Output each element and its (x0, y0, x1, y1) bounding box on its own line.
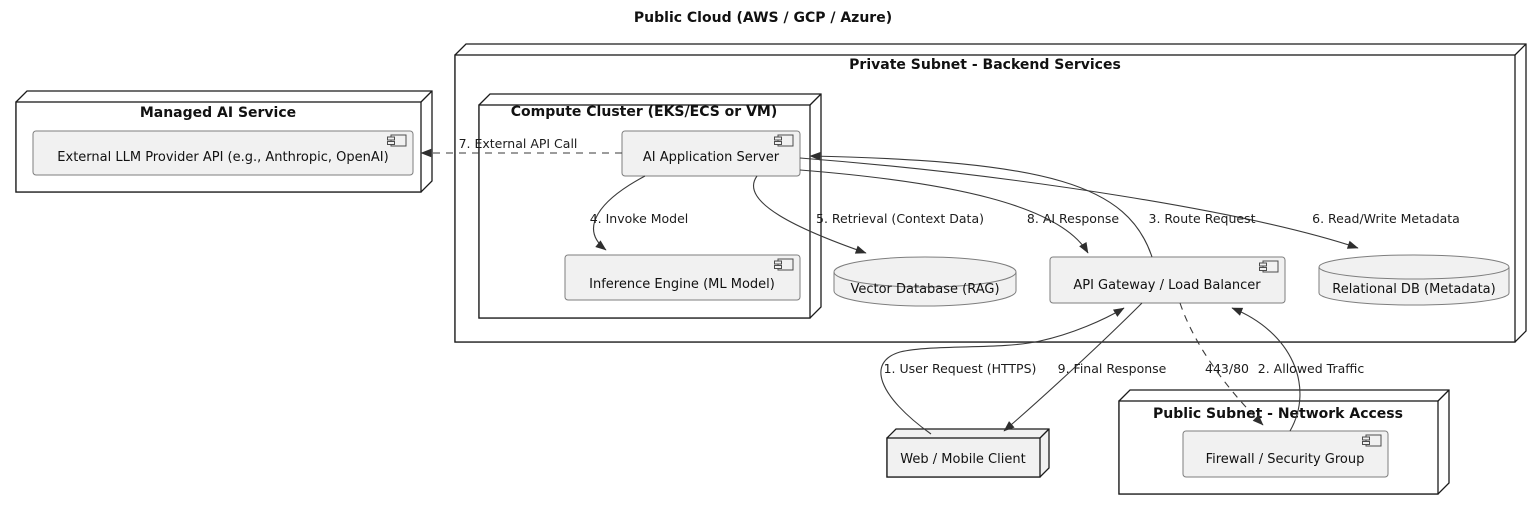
component-api-gateway: API Gateway / Load Balancer (1049, 256, 1286, 304)
private-subnet-title: Private Subnet - Backend Services (849, 57, 1121, 73)
external-llm-api-label: External LLM Provider API (e.g., Anthrop… (57, 150, 388, 165)
ai-application-server-label: AI Application Server (643, 150, 780, 165)
edge-invoke-model (593, 175, 646, 251)
edges (420, 148, 1359, 435)
edge-label-retrieval: 5. Retrieval (Context Data) (816, 211, 984, 226)
firewall-label: Firewall / Security Group (1206, 452, 1365, 467)
component-inference-engine: Inference Engine (ML Model) (564, 254, 801, 301)
compute-cluster-title: Compute Cluster (EKS/ECS or VM) (511, 104, 778, 120)
edge-ai-response (799, 169, 1089, 254)
edge-labels: 7. External API Call 4. Invoke Model 5. … (459, 136, 1460, 376)
edge-retrieval (753, 175, 867, 254)
edge-allowed-traffic (1231, 307, 1301, 432)
diagram-title: Public Cloud (AWS / GCP / Azure) (634, 10, 892, 26)
edge-label-allowed-traffic: 2. Allowed Traffic (1258, 361, 1365, 376)
component-icon (387, 134, 407, 147)
component-icon (1259, 260, 1279, 273)
component-firewall: Firewall / Security Group (1182, 430, 1389, 478)
api-gateway-label: API Gateway / Load Balancer (1073, 278, 1261, 293)
component-icon (774, 134, 794, 147)
edge-route-request (809, 151, 1153, 258)
public-subnet-title: Public Subnet - Network Access (1153, 406, 1403, 422)
edge-label-route-request: 3. Route Request (1149, 211, 1256, 226)
component-icon (774, 258, 794, 271)
relational-db-label: Relational DB (Metadata) (1332, 282, 1495, 297)
edge-label-read-write-metadata: 6. Read/Write Metadata (1312, 211, 1460, 226)
edge-read-write-metadata (799, 157, 1359, 249)
web-mobile-client-label: Web / Mobile Client (900, 452, 1025, 467)
edge-ports (1179, 302, 1264, 426)
component-ai-application-server: AI Application Server (621, 130, 801, 177)
edge-label-ports: 443/80 (1205, 361, 1249, 376)
edge-final-response (1003, 302, 1143, 432)
node-web-mobile-client: Web / Mobile Client (886, 428, 1050, 478)
database-relational-db: Relational DB (Metadata) (1318, 254, 1510, 306)
inference-engine-label: Inference Engine (ML Model) (589, 277, 775, 292)
managed-ai-service-title: Managed AI Service (140, 105, 296, 121)
database-vector-db: Vector Database (RAG) (833, 256, 1017, 307)
edge-label-external-api-call: 7. External API Call (459, 136, 578, 151)
edge-label-ai-response: 8. AI Response (1027, 211, 1119, 226)
edge-label-user-request: 1. User Request (HTTPS) (884, 361, 1037, 376)
component-icon (1362, 434, 1382, 447)
component-external-llm-api: External LLM Provider API (e.g., Anthrop… (32, 130, 414, 176)
edge-user-request (880, 307, 1125, 435)
edge-label-final-response: 9. Final Response (1058, 361, 1167, 376)
edge-label-invoke-model: 4. Invoke Model (590, 211, 689, 226)
vector-db-label: Vector Database (RAG) (850, 282, 999, 297)
